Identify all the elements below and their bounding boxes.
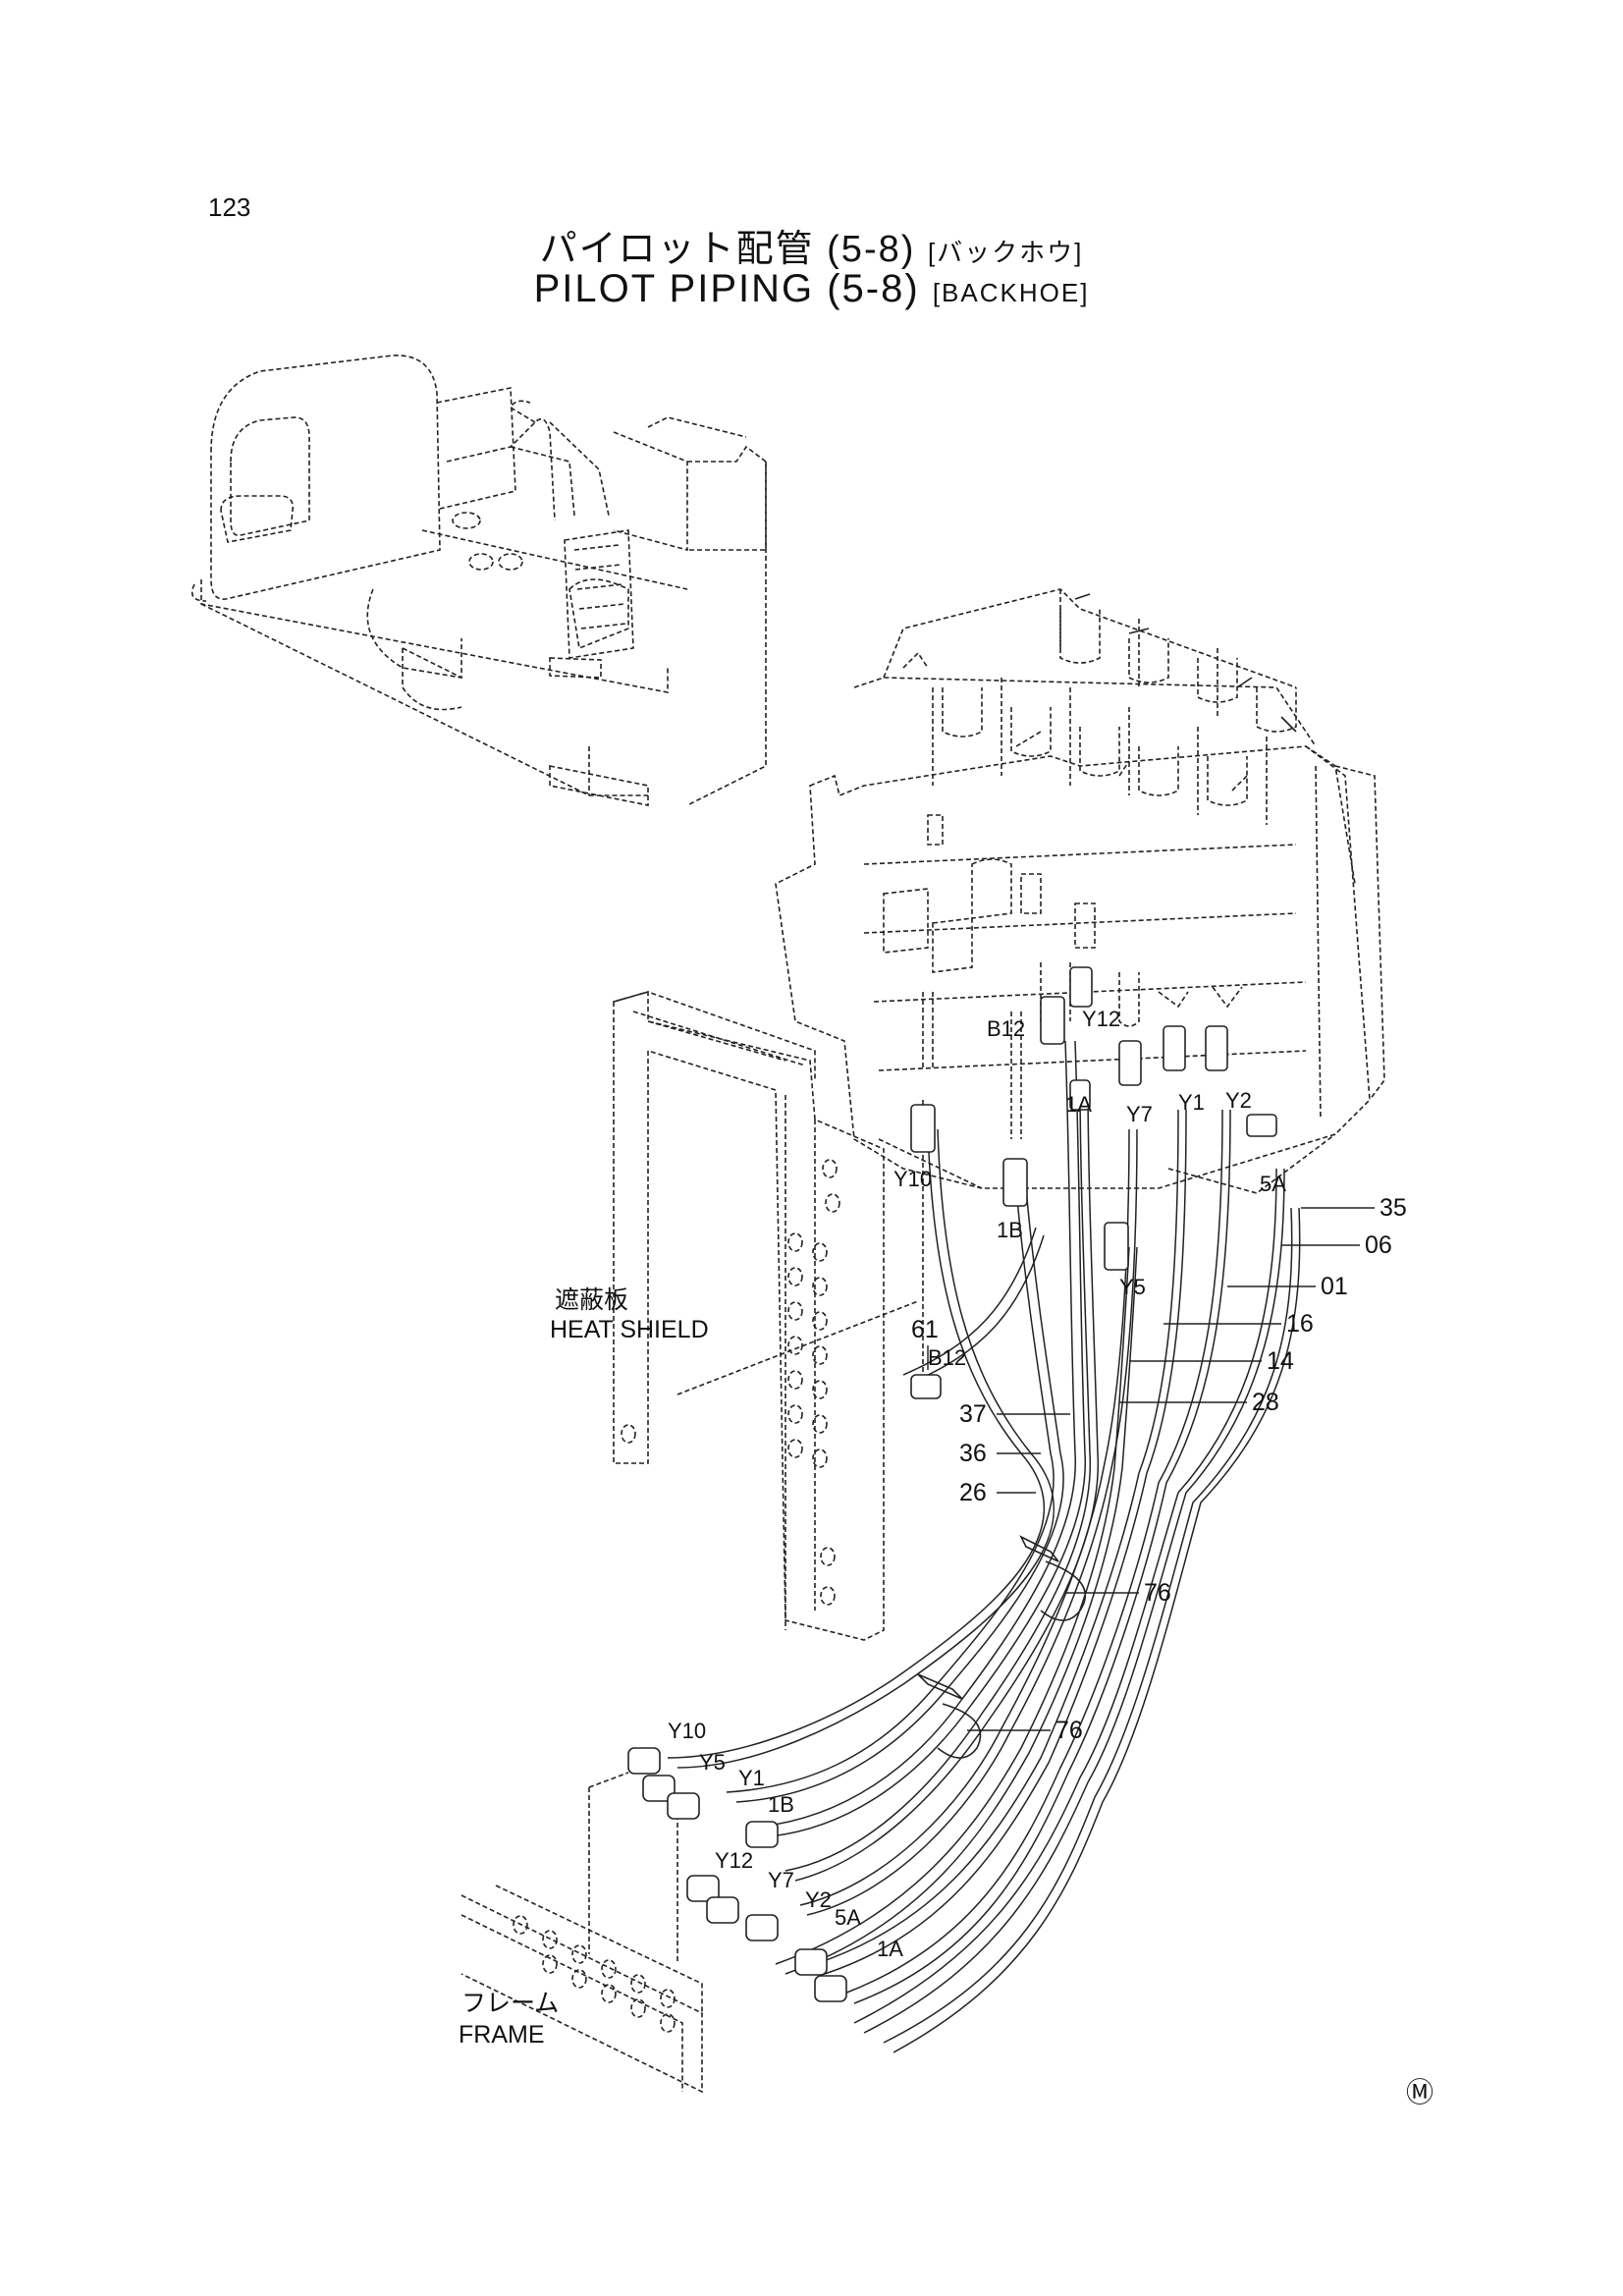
part-number-36: 36	[959, 1440, 987, 1467]
heat-shield-label-en: HEAT SHIELD	[550, 1316, 709, 1343]
control-valve-block	[775, 588, 1385, 1194]
part-number-06: 06	[1365, 1231, 1392, 1259]
part-number-26: 26	[959, 1479, 987, 1506]
frame-label-en: FRAME	[459, 2021, 545, 2049]
title-japanese: パイロット配管 (5-8) [バックホウ]	[0, 218, 1623, 272]
footer-mark: Ⓜ	[1406, 2077, 1434, 2107]
part-number-35: 35	[1380, 1194, 1407, 1222]
machine-overview-illustration	[190, 355, 767, 806]
frame-port-label-y5: Y5	[699, 1750, 726, 1775]
hose-bundle	[667, 1040, 1301, 2053]
page-number: 123	[208, 192, 251, 222]
port-label-1b: 1B	[997, 1218, 1023, 1242]
valve-side-fittings	[910, 966, 1277, 1399]
port-label-b12-shield: B12	[928, 1345, 966, 1370]
frame-side-fittings	[627, 1747, 847, 2002]
port-label-b12: B12	[987, 1016, 1025, 1041]
frame-port-label-1b: 1B	[768, 1792, 794, 1817]
frame-port-label-y2: Y2	[805, 1887, 832, 1912]
title-english: PILOT PIPING (5-8) [BACKHOE]	[0, 267, 1623, 311]
port-label-y2: Y2	[1225, 1088, 1252, 1113]
part-number-61: 61	[911, 1316, 939, 1343]
port-label-5a: 5A	[1260, 1172, 1286, 1196]
frame-port-label-y10: Y10	[668, 1719, 706, 1743]
title-jp-tag: [バックホウ]	[927, 238, 1084, 267]
frame-port-label-5a: 5A	[835, 1905, 861, 1930]
frame-port-label-y12: Y12	[715, 1848, 753, 1873]
part-number-01: 01	[1321, 1273, 1348, 1300]
title-en-main: PILOT PIPING (5-8)	[533, 267, 920, 310]
port-label-1a: 1A	[1065, 1092, 1092, 1117]
port-label-y10: Y10	[893, 1167, 932, 1191]
leader-lines	[927, 1207, 1375, 1731]
title-jp-main: パイロット配管 (5-8)	[539, 229, 916, 270]
port-label-y5: Y5	[1119, 1275, 1146, 1299]
part-number-76-lower: 76	[1055, 1717, 1083, 1744]
part-number-callouts: 35 06 01 16 14 28 37 36 26 61 76 76	[911, 1194, 1407, 1744]
frame-port-labels: Y10 Y5 Y1 1B Y12 Y7 Y2 5A 1A	[668, 1719, 903, 1961]
heat-shield	[613, 990, 924, 1641]
heat-shield-label-jp: 遮蔽板	[555, 1286, 628, 1314]
port-label-y12: Y12	[1082, 1007, 1120, 1031]
part-number-16: 16	[1286, 1310, 1314, 1338]
part-number-28: 28	[1252, 1389, 1279, 1416]
frame-port-label-1a: 1A	[877, 1937, 903, 1961]
component-labels: 遮蔽板 HEAT SHIELD フレーム FRAME	[459, 1286, 709, 2049]
title-en-tag: [BACKHOE]	[932, 278, 1090, 307]
part-number-37: 37	[959, 1400, 987, 1428]
part-number-76-upper: 76	[1144, 1579, 1171, 1607]
port-label-y7: Y7	[1126, 1102, 1153, 1126]
part-number-14: 14	[1267, 1347, 1294, 1375]
frame	[460, 1772, 703, 2094]
frame-port-label-y7: Y7	[768, 1868, 794, 1892]
valve-port-labels: B12 Y12 1A Y7 Y1 Y2 5A Y10 1B Y5 B12	[893, 1007, 1286, 1370]
port-label-y1: Y1	[1178, 1090, 1205, 1115]
frame-label-jp: フレーム	[461, 1990, 559, 2017]
frame-port-label-y1: Y1	[738, 1766, 765, 1790]
